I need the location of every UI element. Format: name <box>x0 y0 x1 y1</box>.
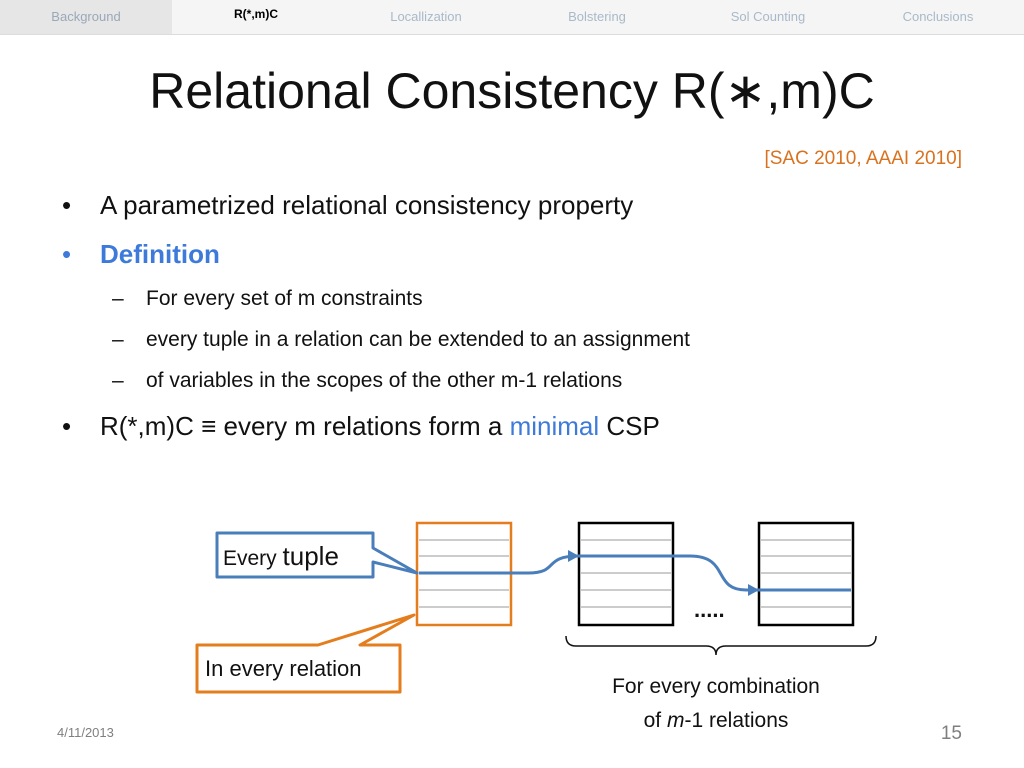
relation-callout-text: In every relation <box>205 656 362 681</box>
brace-label-m: m <box>667 709 685 732</box>
nav-item-conclusions[interactable]: Conclusions <box>902 9 974 24</box>
arrow-head-2-icon <box>748 584 759 596</box>
arrow-head-1-icon <box>568 550 579 562</box>
black-relation-table-1 <box>577 521 675 627</box>
bullet-text: A parametrized relational consistency pr… <box>100 190 634 220</box>
nav-item-sol-counting[interactable]: Sol Counting <box>730 9 806 24</box>
nav-item-rmc[interactable]: R(*,m)C <box>234 7 278 21</box>
relation-diagram: Every tuple In every relation ..... For … <box>195 521 877 732</box>
nav-item-localization[interactable]: Locallization <box>390 9 462 24</box>
slide-title: Relational Consistency R(∗,m)C <box>149 63 875 119</box>
tuple-callout-text: Every tuple <box>223 541 339 571</box>
black-relation-table-2 <box>757 521 855 627</box>
bullet-dot-icon: • <box>62 190 72 220</box>
bullet-text-prefix: R(*,m)C ≡ every m relations form a <box>100 411 503 441</box>
brace-label-line2: of m-1 relations <box>644 709 789 732</box>
page-number: 15 <box>940 723 962 744</box>
bullet-dot-icon: • <box>62 411 72 441</box>
section-nav: Background R(*,m)C Locallization Bolster… <box>0 0 1024 35</box>
sub-bullet-text: every tuple in a relation can be extende… <box>146 328 691 351</box>
dash-icon: – <box>112 369 124 392</box>
citation: [SAC 2010, AAAI 2010] <box>764 148 962 169</box>
bullet-text-suffix: CSP <box>606 411 660 441</box>
tuple-callout-box <box>215 531 419 579</box>
nav-item-background[interactable]: Background <box>0 0 172 34</box>
tuple-callout-word-tuple: tuple <box>283 541 339 571</box>
bullet-dot-icon: • <box>62 239 72 269</box>
brace-label-line1: For every combination <box>612 675 820 698</box>
bullet-text: R(*,m)C ≡ every m relations form a minim… <box>100 411 660 442</box>
bullet-text: Definition <box>100 239 220 269</box>
relation-callout-box <box>195 613 416 694</box>
sub-bullet-text: For every set of m constraints <box>146 287 423 310</box>
ellipsis-text: ..... <box>694 597 725 622</box>
dash-icon: – <box>112 328 124 351</box>
brace-label-suffix: -1 relations <box>684 709 788 732</box>
tuple-extension-path <box>419 554 851 592</box>
combination-brace <box>565 635 877 656</box>
tuple-callout-word-every: Every <box>223 547 277 570</box>
dash-icon: – <box>112 287 124 310</box>
nav-item-bolstering[interactable]: Bolstering <box>568 9 626 24</box>
highlight-minimal: minimal <box>509 411 600 441</box>
brace-label-of: of <box>644 709 662 732</box>
sub-bullet-text: of variables in the scopes of the other … <box>146 369 623 392</box>
footer-date: 4/11/2013 <box>57 725 114 740</box>
